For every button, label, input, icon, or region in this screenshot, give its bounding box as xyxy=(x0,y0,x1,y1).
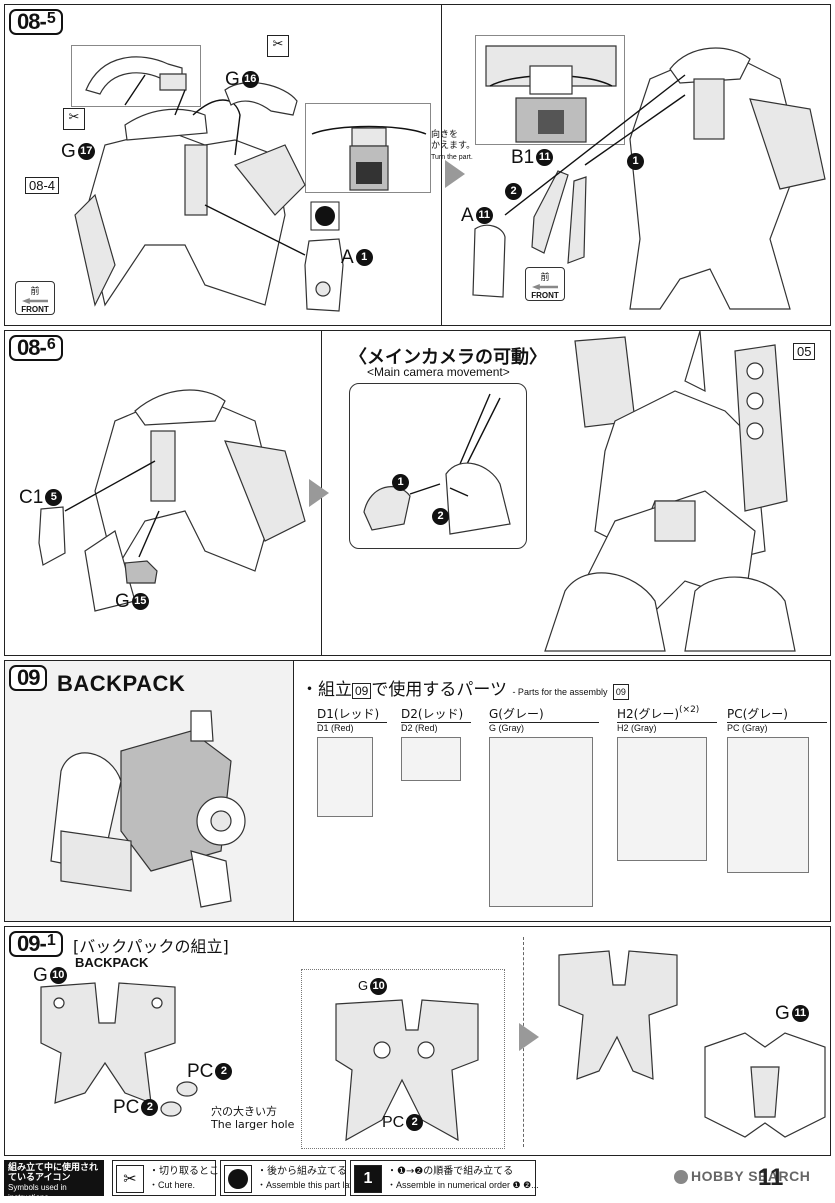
runner-d2-sprue xyxy=(401,737,461,781)
part-a11-drawing xyxy=(472,224,506,298)
assemble-later-icon xyxy=(224,1165,252,1193)
assembly-arrows xyxy=(504,74,686,216)
runner-pc: PC(グレー) PC (Gray) xyxy=(727,705,827,873)
cut-here-icon: ✂ xyxy=(116,1165,144,1193)
ref-step-tag: 05 xyxy=(793,343,816,360)
torso-back-drawing xyxy=(629,47,826,310)
runner-pc-sprue xyxy=(727,737,809,873)
runner-d2: D2(レッド) D2 (Red) xyxy=(401,705,471,781)
divider xyxy=(293,661,294,921)
next-arrow xyxy=(309,479,329,507)
polycap-insertion-drawing xyxy=(335,999,479,1142)
backpack-assembly-title-en: BACKPACK xyxy=(75,955,149,970)
step-tag-08-5: 08-5 xyxy=(9,9,63,35)
runner-g: G(グレー) G (Gray) xyxy=(489,705,599,907)
torso-drawing-08-5 xyxy=(74,74,306,307)
runner-d1: D1(レッド) D1 (Red) xyxy=(317,705,387,817)
step-tag-08-6: 08-6 xyxy=(9,335,63,361)
rotate-note: 向きを かえます。Turn the part. xyxy=(431,129,476,161)
backpack-exploded-drawing xyxy=(50,710,246,908)
camera-movement-subtitle: <Main camera movement> xyxy=(367,365,510,379)
torso-drawing-08-6 xyxy=(84,389,306,612)
divider xyxy=(441,5,442,325)
part-c1-5-drawing xyxy=(38,506,66,566)
part-g11-drawing xyxy=(704,1032,826,1138)
detail-inset-top-view xyxy=(475,35,625,145)
legend-item-cut: ✂ ・切り取るところ・Cut here. xyxy=(112,1160,229,1196)
camera-movement-box: 1 2 xyxy=(349,383,527,549)
backpack-frame-drawing xyxy=(40,982,176,1104)
step-tag-09: 09 xyxy=(9,665,48,691)
watermark: HOBBY SEARCH xyxy=(674,1168,810,1185)
order-marker-1: 1 xyxy=(390,474,409,492)
assemble-later-icon xyxy=(310,201,340,231)
joint-detail-drawing xyxy=(311,125,427,191)
camera-movement-title: 〈メインカメラの可動〉 xyxy=(349,347,547,368)
legend-item-later: ・後から組み立てる・Assemble this part later. xyxy=(220,1160,362,1196)
part-g15-drawing xyxy=(124,560,158,584)
next-arrow xyxy=(445,160,465,188)
assembly-order-icon: 1 xyxy=(354,1165,382,1193)
detail-inset-joint xyxy=(305,103,431,193)
cut-here-icon: ✂ xyxy=(63,108,85,130)
hose-detail-drawing xyxy=(85,56,187,95)
runner-h2: H2(グレー)(×2) H2 (Gray) xyxy=(617,705,717,861)
assembly-arrows xyxy=(64,460,160,558)
part-b1-11-drawing xyxy=(531,170,587,264)
ref-step-tag: 08-4 xyxy=(25,177,60,194)
polycap-drawing xyxy=(160,1081,198,1117)
order-marker-1: 1 xyxy=(625,151,644,173)
runner-h2-sprue xyxy=(617,737,707,861)
top-view-drawing xyxy=(485,45,617,143)
page-number: 11 xyxy=(758,1164,784,1191)
cut-here-icon: ✂ xyxy=(267,35,289,57)
order-marker-2: 2 xyxy=(430,508,449,526)
camera-movement-drawing xyxy=(363,393,511,535)
order-marker-2: 2 xyxy=(503,181,522,203)
full-body-drawing xyxy=(544,331,796,652)
runner-d1-sprue xyxy=(317,737,373,817)
backpack-assembly-title: [バックパックの組立] xyxy=(73,937,229,956)
backpack-assembled-drawing xyxy=(558,950,678,1080)
backpack-title: BACKPACK xyxy=(57,671,186,696)
part-a1-drawing xyxy=(304,238,344,312)
runner-g-sprue xyxy=(489,737,593,907)
legend-item-order: 1 ・❶→❷の順番で組み立てる・Assemble in numerical or… xyxy=(350,1160,539,1196)
detail-inset-hose xyxy=(71,45,201,107)
next-arrow xyxy=(519,1023,539,1051)
step-tag-09-1: 09-1 xyxy=(9,931,63,957)
